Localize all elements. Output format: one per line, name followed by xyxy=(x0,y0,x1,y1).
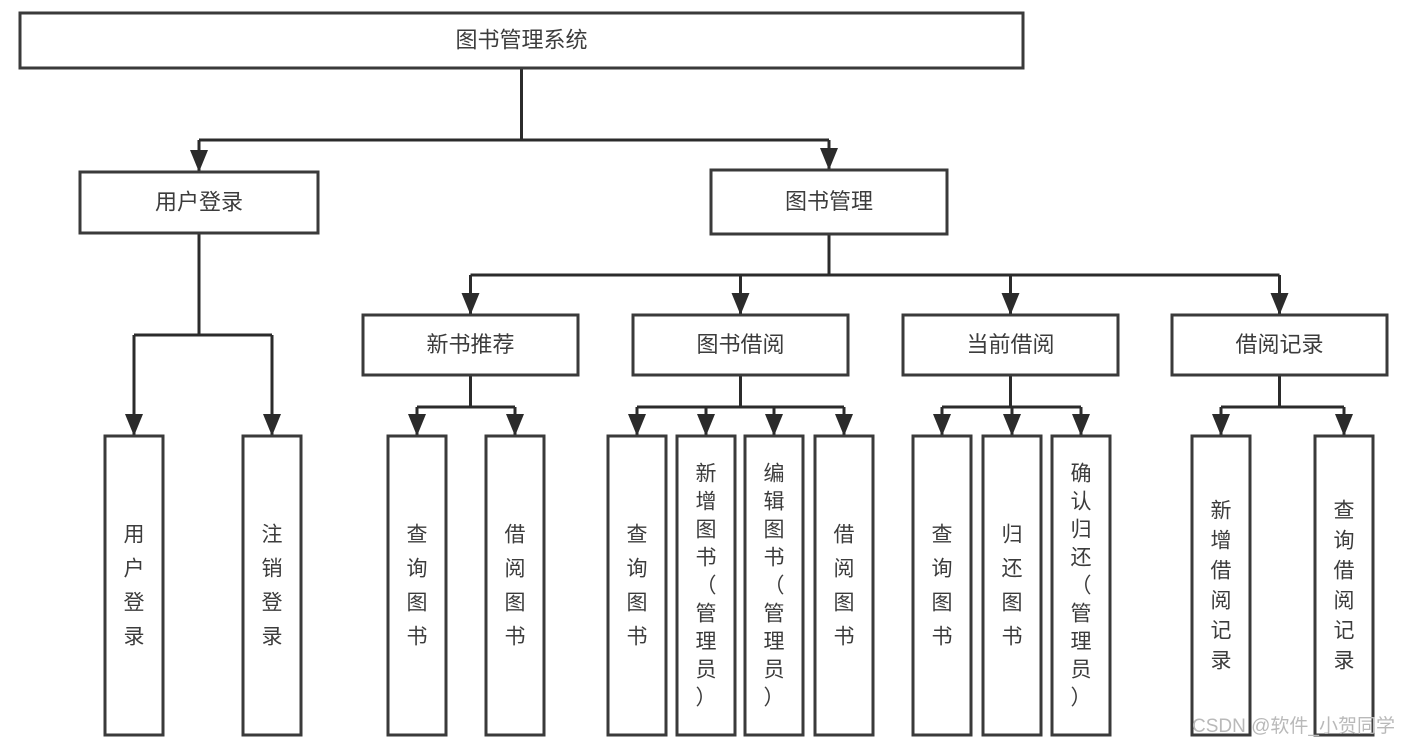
node-label-leaf_6: 编辑图书（管理员） xyxy=(764,463,785,710)
node-box-leaf_6[interactable] xyxy=(743,434,805,737)
node-box-leaf_1[interactable] xyxy=(241,434,303,737)
node-box-leaf_3[interactable] xyxy=(484,434,546,737)
node-box-leaf_5[interactable] xyxy=(675,434,737,737)
node-box-l2_0[interactable] xyxy=(361,313,580,377)
arrow-head-icon xyxy=(1270,293,1289,315)
node-box-l2_2[interactable] xyxy=(901,313,1120,377)
arrow-head-icon xyxy=(1003,414,1021,436)
arrow-head-icon xyxy=(1335,414,1353,436)
node-label-leaf_4: 查询图书 xyxy=(627,524,648,649)
node-label-l2_2: 当前借阅 xyxy=(966,332,1054,357)
node-label-leaf_3: 借阅图书 xyxy=(505,524,526,649)
node-label-leaf_12: 查询借阅记录 xyxy=(1334,500,1355,673)
node-label-leaf_7: 借阅图书 xyxy=(834,524,855,649)
connector-layer xyxy=(125,68,1353,436)
node-label-layer: 图书管理系统用户登录图书管理新书推荐图书借阅当前借阅借阅记录用户登录注销登录查询… xyxy=(124,27,1355,709)
csdn-watermark: CSDN @软件_小贺同学 xyxy=(1192,715,1395,737)
arrow-head-icon xyxy=(263,414,281,436)
arrow-head-icon xyxy=(731,293,750,315)
node-box-leaf_9[interactable] xyxy=(981,434,1043,737)
arrow-head-icon xyxy=(933,414,951,436)
node-label-leaf_11: 新增借阅记录 xyxy=(1211,500,1232,673)
node-label-l1_1: 图书管理 xyxy=(785,189,873,214)
node-box-leaf_7[interactable] xyxy=(813,434,875,737)
arrow-head-icon xyxy=(1072,414,1090,436)
arrow-head-icon xyxy=(1212,414,1230,436)
arrow-head-icon xyxy=(1001,293,1020,315)
arrow-head-icon xyxy=(461,293,480,315)
node-label-l1_0: 用户登录 xyxy=(155,189,243,214)
node-label-leaf_10: 确认归还（管理员） xyxy=(1071,463,1092,710)
arrow-head-icon xyxy=(697,414,715,436)
node-box-leaf_2[interactable] xyxy=(386,434,448,737)
node-label-leaf_1: 注销登录 xyxy=(262,524,283,649)
node-box-leaf_4[interactable] xyxy=(606,434,668,737)
node-box-l2_1[interactable] xyxy=(631,313,850,377)
node-label-leaf_8: 查询图书 xyxy=(932,524,953,649)
node-label-l2_3: 借阅记录 xyxy=(1235,332,1323,357)
arrow-head-icon xyxy=(765,414,783,436)
node-label-l2_1: 图书借阅 xyxy=(696,332,784,357)
node-label-leaf_0: 用户登录 xyxy=(124,524,145,649)
arrow-head-icon xyxy=(835,414,853,436)
node-box-leaf_0[interactable] xyxy=(103,434,165,737)
node-box-leaf_12[interactable] xyxy=(1313,434,1375,737)
arrow-head-icon xyxy=(820,148,838,170)
node-box-leaf_8[interactable] xyxy=(911,434,973,737)
node-label-leaf_9: 归还图书 xyxy=(1002,524,1023,649)
node-label-root: 图书管理系统 xyxy=(455,27,587,52)
node-box-l2_3[interactable] xyxy=(1170,313,1389,377)
arrow-head-icon xyxy=(628,414,646,436)
node-label-leaf_2: 查询图书 xyxy=(407,524,428,649)
node-label-l2_0: 新书推荐 xyxy=(426,332,514,357)
node-box-l1_1[interactable] xyxy=(709,168,949,236)
arrow-head-icon xyxy=(125,414,143,436)
arrow-head-icon xyxy=(190,150,208,172)
node-box-l1_0[interactable] xyxy=(78,170,320,235)
node-box-leaf_10[interactable] xyxy=(1050,434,1112,737)
node-box-leaf_11[interactable] xyxy=(1190,434,1252,737)
arrow-head-icon xyxy=(408,414,426,436)
arrow-head-icon xyxy=(506,414,524,436)
node-box-layer xyxy=(18,11,1389,737)
node-box-root[interactable] xyxy=(18,11,1025,70)
node-label-leaf_5: 新增图书（管理员） xyxy=(696,463,717,710)
